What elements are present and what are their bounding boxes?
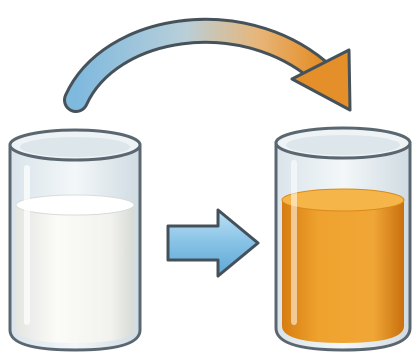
orange-juice-liquid bbox=[282, 200, 404, 343]
milk-glass bbox=[10, 130, 140, 350]
milk-surface bbox=[16, 195, 134, 215]
curved-arrow-icon bbox=[76, 31, 350, 110]
milk-liquid bbox=[16, 205, 134, 343]
orange-juice-glass bbox=[276, 128, 410, 350]
right-arrow-icon bbox=[168, 210, 258, 276]
orange-juice-surface bbox=[282, 189, 404, 211]
